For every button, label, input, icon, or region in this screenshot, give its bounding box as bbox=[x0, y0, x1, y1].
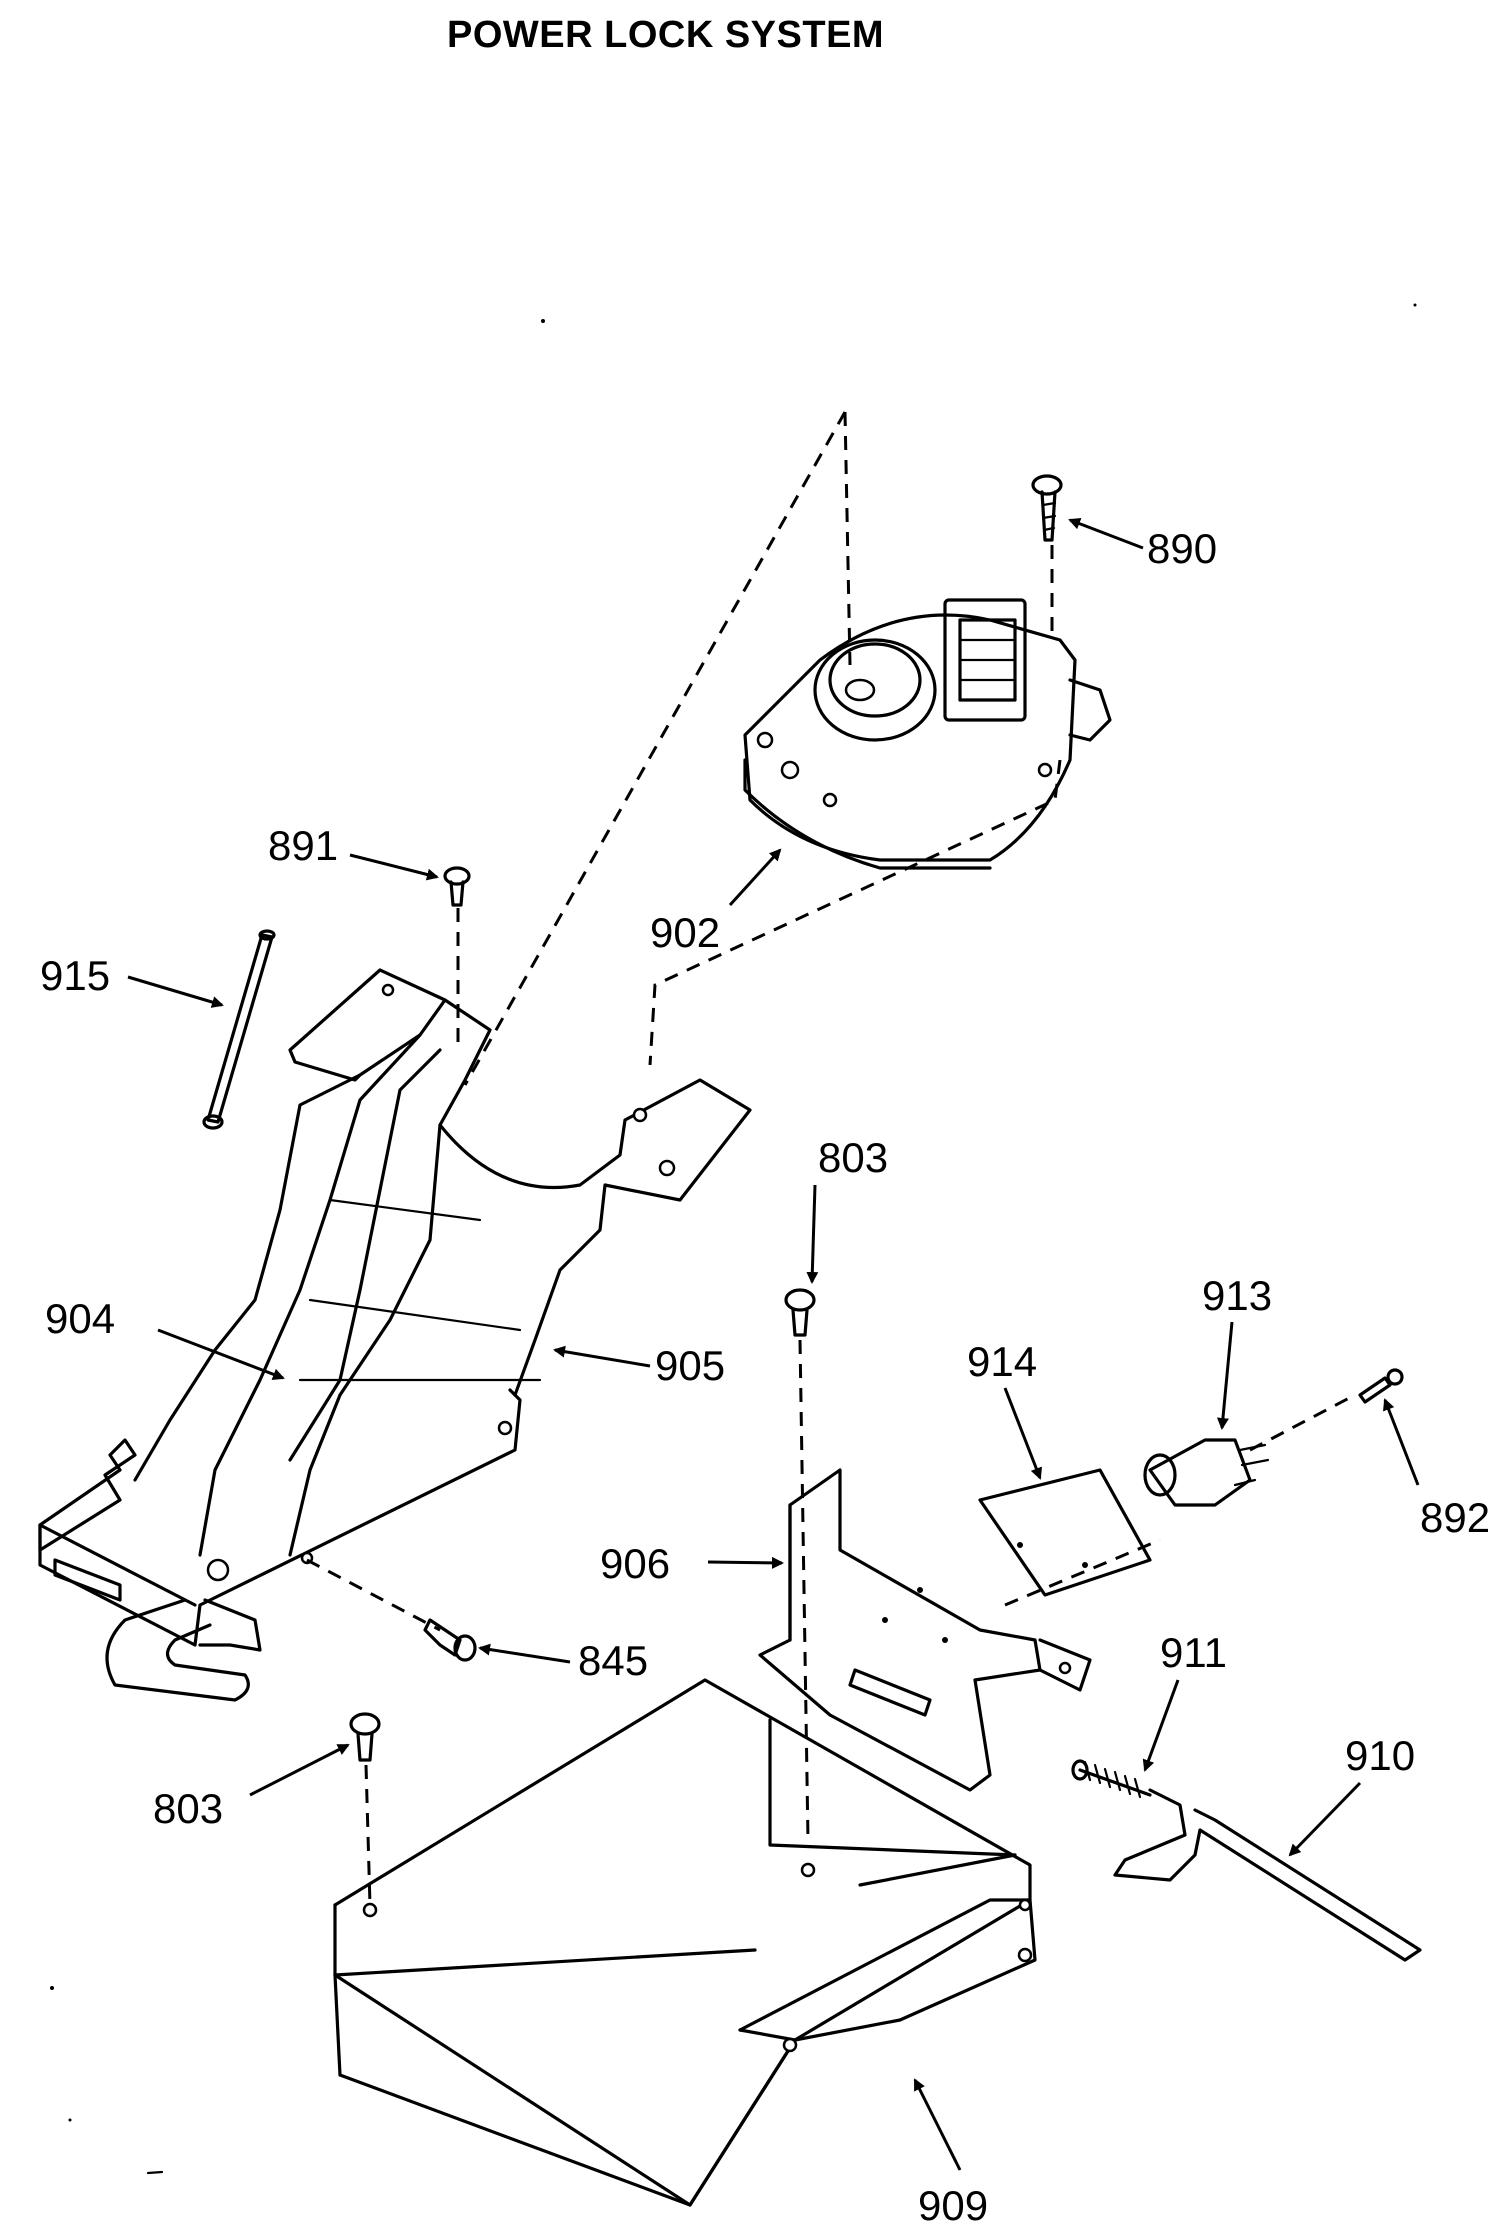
callout-892: 892 bbox=[1420, 1494, 1490, 1541]
callout-915: 915 bbox=[40, 952, 110, 999]
callout-845: 845 bbox=[578, 1637, 648, 1684]
callout-909: 909 bbox=[918, 2182, 988, 2229]
page-title: POWER LOCK SYSTEM bbox=[447, 14, 885, 56]
callout-891: 891 bbox=[268, 822, 338, 869]
callout-904: 904 bbox=[45, 1295, 115, 1342]
rod-910 bbox=[1113, 1788, 1422, 1962]
callout-803-bottom: 803 bbox=[153, 1785, 223, 1832]
main-bracket bbox=[38, 968, 752, 1702]
screw-892 bbox=[1358, 1368, 1404, 1404]
callout-911: 911 bbox=[1160, 1629, 1227, 1676]
callout-914: 914 bbox=[967, 1338, 1037, 1385]
screw-890 bbox=[1031, 474, 1063, 542]
spring-911 bbox=[1071, 1759, 1152, 1799]
tray-909 bbox=[333, 1678, 1037, 2207]
callout-906: 906 bbox=[600, 1540, 670, 1587]
rod-915 bbox=[202, 929, 276, 1130]
screw-803-top bbox=[784, 1288, 816, 1337]
callout-902: 902 bbox=[650, 909, 720, 956]
callout-905: 905 bbox=[655, 1342, 725, 1389]
callout-910: 910 bbox=[1345, 1732, 1415, 1779]
callout-803-top: 803 bbox=[818, 1134, 888, 1181]
screw-803-bottom bbox=[349, 1712, 381, 1762]
bracket-906 bbox=[758, 1468, 1092, 1792]
lock-actuator-motor bbox=[743, 598, 1112, 870]
switch-913 bbox=[1143, 1438, 1270, 1507]
callout-913: 913 bbox=[1202, 1272, 1272, 1319]
plate-914 bbox=[978, 1468, 1152, 1597]
screw-845 bbox=[306, 1558, 477, 1662]
callout-890: 890 bbox=[1147, 525, 1217, 572]
screw-891 bbox=[443, 866, 471, 907]
